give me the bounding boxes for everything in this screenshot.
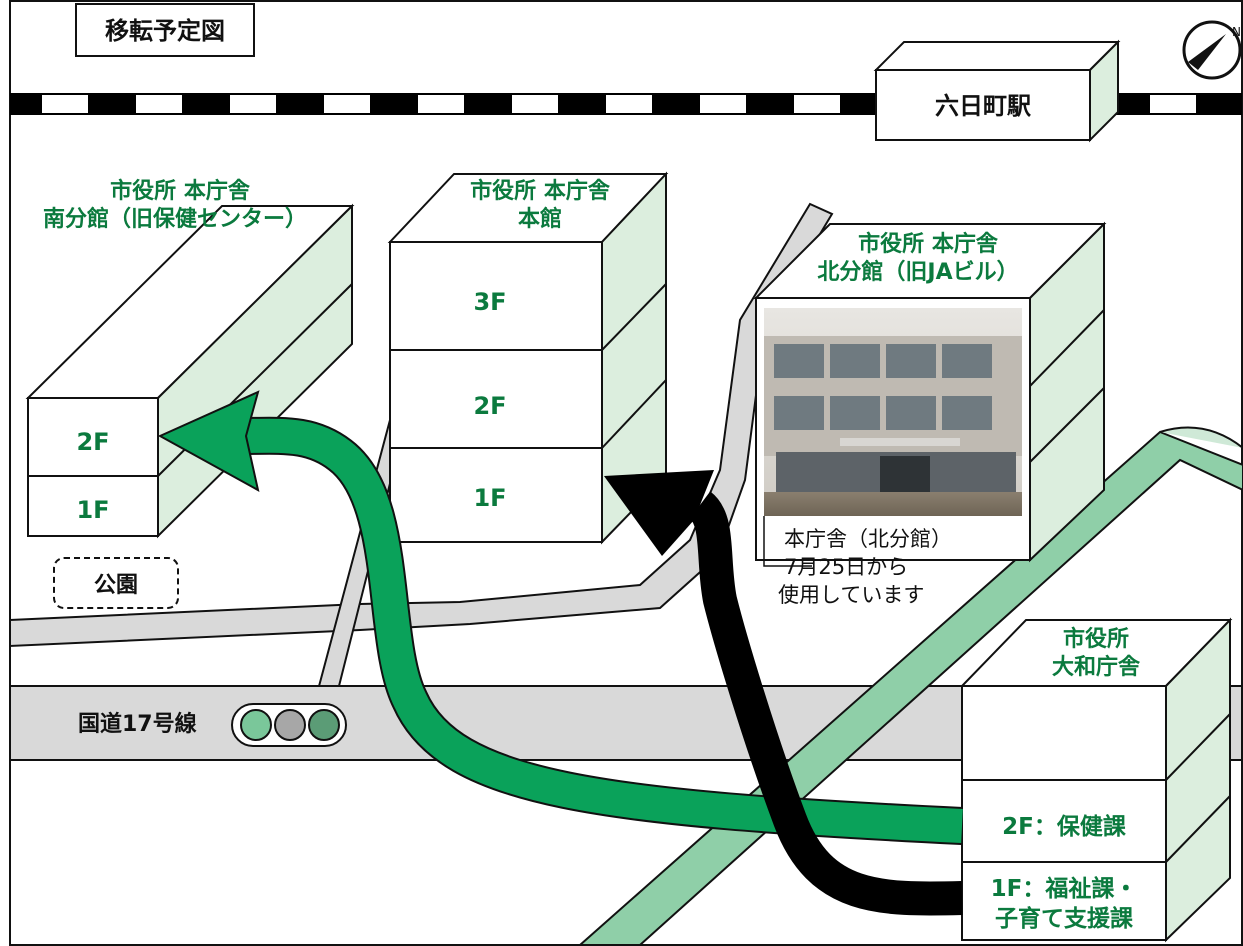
- main-name-line2: 本館: [518, 206, 562, 232]
- map-title-box: 移転予定図: [75, 3, 255, 57]
- traffic-light-icon: [231, 703, 347, 747]
- svg-text:N: N: [1232, 25, 1241, 39]
- yamato-building: 市役所 大和庁舎 2F：保健課 1F：福祉課・ 子育て支援課: [959, 617, 1233, 943]
- south-annex-floor-2f: 2F: [76, 428, 109, 456]
- station-building: 六日町駅: [873, 39, 1121, 143]
- yamato-floor1-line1: 1F：福祉課・: [991, 875, 1138, 902]
- yamato-floor1-line2: 子育て支援課: [995, 905, 1134, 932]
- north-annex-note: 本庁舎（北分館） 7月25日から 使用しています: [763, 516, 952, 607]
- park-area: 公園: [53, 557, 179, 609]
- south-annex-floor-1f: 1F: [76, 496, 109, 524]
- yamato-name-line2: 大和庁舎: [1052, 654, 1141, 680]
- yamato-name-line1: 市役所: [1063, 626, 1129, 652]
- yamato-floor2: 2F：保健課: [1002, 813, 1127, 840]
- main-floor-3f: 3F: [473, 288, 506, 316]
- green-relocation-arrow: [157, 390, 963, 845]
- south-annex-name-line2: 南分館（旧保健センター）: [43, 206, 307, 232]
- black-relocation-arrow: [604, 470, 963, 916]
- main-floor-2f: 2F: [473, 392, 506, 420]
- north-annex-note-line3: 使用しています: [778, 583, 924, 607]
- main-building: 3F 2F 1F 市役所 本庁舎 本館: [387, 171, 669, 545]
- main-floor-1f: 1F: [473, 484, 506, 512]
- main-name-line1: 市役所 本庁舎: [470, 178, 611, 204]
- south-annex-name-line1: 市役所 本庁舎: [110, 178, 251, 204]
- north-annex-name-line2: 北分館（旧JAビル）: [817, 259, 1018, 285]
- park-label: 公園: [94, 573, 138, 598]
- north-annex-name-line1: 市役所 本庁舎: [858, 231, 999, 257]
- north-annex-note-line2: 7月25日から: [784, 555, 908, 579]
- map-title: 移転予定図: [105, 17, 225, 45]
- compass-icon: N: [1182, 20, 1242, 80]
- station-name: 六日町駅: [935, 92, 1031, 120]
- north-annex-photo: [764, 308, 1022, 516]
- north-annex-note-line1: 本庁舎（北分館）: [784, 527, 952, 551]
- route17-label: 国道17号線: [78, 711, 197, 737]
